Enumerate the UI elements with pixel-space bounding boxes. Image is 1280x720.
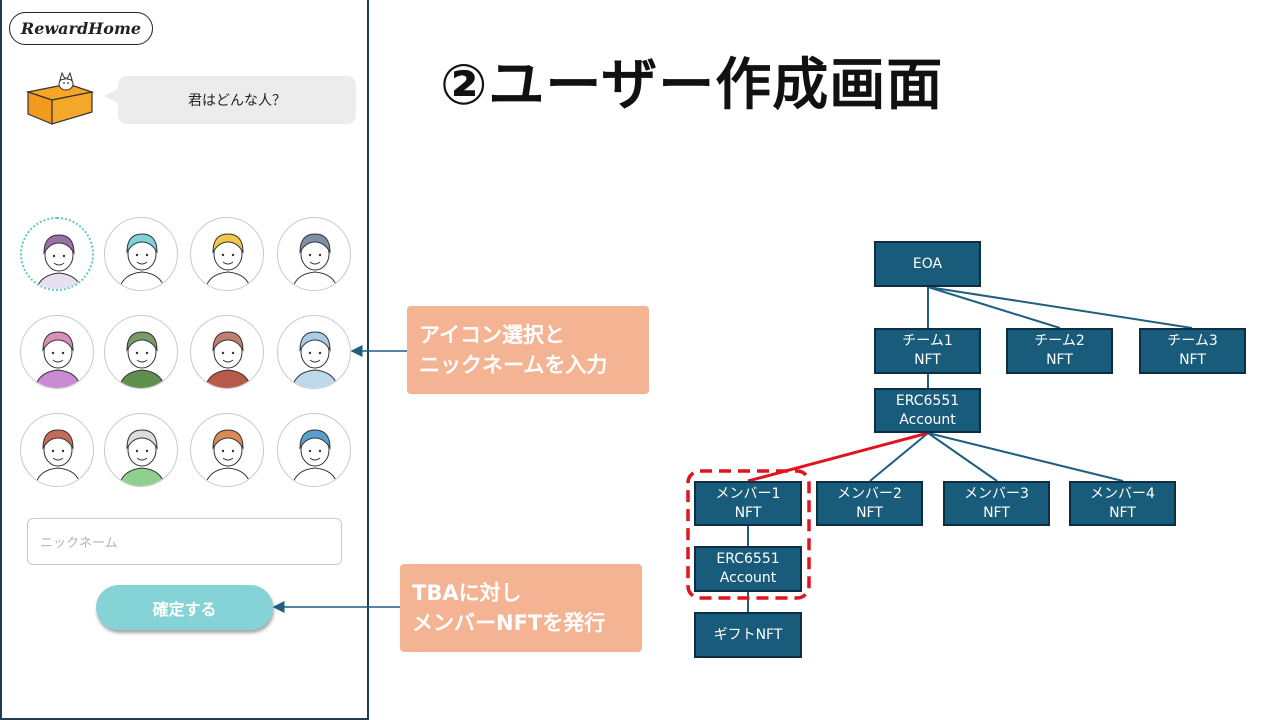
node-gift-nft: ギフトNFT — [694, 612, 802, 658]
speech-bubble-tail — [104, 88, 120, 104]
node-label: NFT — [1109, 504, 1136, 521]
node-label: NFT — [1179, 352, 1206, 368]
avatar-option[interactable] — [20, 413, 94, 487]
confirm-button[interactable]: 確定する — [96, 585, 273, 630]
node-team2-nft: チーム2 NFT — [1006, 328, 1113, 374]
slide-title: ②ユーザー作成画面 — [440, 53, 944, 118]
node-label: チーム2 — [1034, 333, 1085, 349]
person-icon — [118, 233, 166, 290]
node-team1-nft: チーム1 NFT — [874, 328, 981, 374]
avatar-option[interactable] — [104, 413, 178, 487]
person-icon — [118, 331, 166, 388]
node-label: Account — [719, 570, 777, 586]
person-icon — [34, 429, 82, 486]
node-label: NFT — [856, 504, 883, 521]
node-label: EOA — [912, 255, 943, 272]
callout-line: メンバーNFTを発行 — [412, 611, 606, 635]
person-icon — [204, 331, 252, 388]
node-eoa: EOA — [874, 241, 981, 287]
callout-icon-nickname: アイコン選択と ニックネームを入力 — [407, 306, 649, 394]
callout-member-nft: TBAに対し メンバーNFTを発行 — [400, 564, 642, 652]
node-team3-nft: チーム3 NFT — [1139, 328, 1246, 374]
node-label: ギフトNFT — [713, 626, 783, 643]
node-label: メンバー3 — [964, 485, 1029, 502]
person-icon — [291, 233, 339, 290]
node-label: ERC6551 — [716, 551, 780, 567]
highlight-link — [747, 431, 929, 483]
avatar-option[interactable] — [277, 413, 351, 487]
node-member-erc6551-account: ERC6551 Account — [694, 546, 802, 592]
person-icon — [36, 234, 82, 289]
avatar-option[interactable] — [277, 315, 351, 389]
person-icon — [204, 233, 252, 290]
cat-box-icon — [25, 71, 95, 125]
node-label: チーム3 — [1167, 333, 1218, 349]
node-label: メンバー2 — [837, 485, 902, 502]
node-label: NFT — [983, 504, 1010, 521]
avatar-option[interactable] — [20, 217, 94, 291]
avatar-option[interactable] — [104, 315, 178, 389]
person-icon — [118, 429, 166, 486]
node-team-erc6551-account: ERC6551 Account — [874, 388, 981, 433]
avatar-option[interactable] — [190, 315, 264, 389]
node-label: メンバー1 — [715, 485, 781, 502]
node-label: メンバー4 — [1090, 485, 1155, 502]
node-label: ERC6551 — [895, 392, 960, 409]
node-member2-nft: メンバー2 NFT — [816, 481, 923, 526]
node-label: Account — [899, 411, 956, 428]
person-icon — [204, 429, 252, 486]
callout-line: ニックネームを入力 — [419, 353, 608, 377]
node-member4-nft: メンバー4 NFT — [1069, 481, 1176, 526]
callout-line: アイコン選択と — [419, 323, 565, 347]
avatar-option[interactable] — [190, 217, 264, 291]
node-label: NFT — [1046, 352, 1073, 368]
node-label: NFT — [734, 504, 762, 521]
node-member3-nft: メンバー3 NFT — [943, 481, 1050, 526]
node-label: NFT — [914, 352, 941, 368]
person-icon — [291, 429, 339, 486]
nickname-input[interactable]: ニックネーム — [27, 518, 342, 565]
avatar-option[interactable] — [277, 217, 351, 291]
callout-line: TBAに対し — [412, 581, 522, 605]
avatar-option[interactable] — [190, 413, 264, 487]
app-logo: RewardHome — [9, 12, 153, 45]
node-label: チーム1 — [902, 333, 953, 349]
avatar-option[interactable] — [104, 217, 178, 291]
person-icon — [34, 331, 82, 388]
person-icon — [291, 331, 339, 388]
avatar-option[interactable] — [20, 315, 94, 389]
question-bubble: 君はどんな人？ — [118, 76, 356, 124]
node-member1-nft: メンバー1 NFT — [694, 481, 802, 526]
